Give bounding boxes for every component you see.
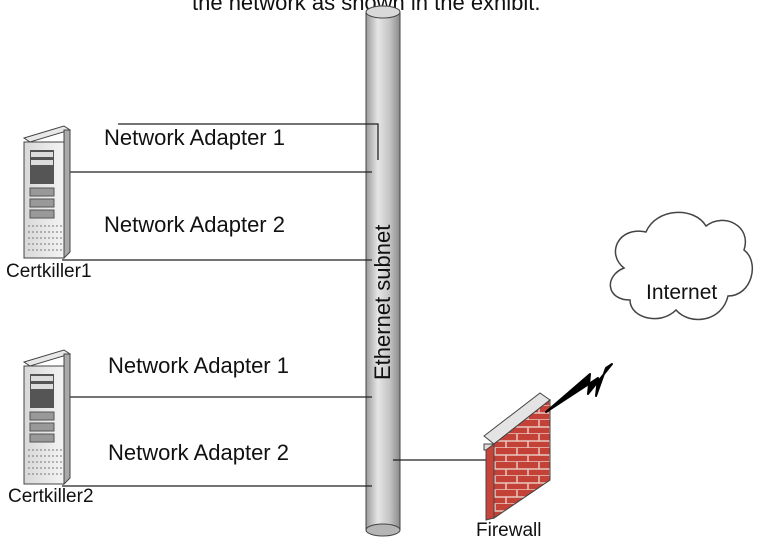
server-name: Certkiller2 (8, 486, 94, 507)
adapter-label: Network Adapter 1 (104, 125, 285, 150)
lightning-bolt-icon (545, 363, 613, 413)
server-certkiller2: Certkiller2 Network Adapter 1 Network Ad… (8, 349, 289, 507)
server-name: Certkiller1 (6, 261, 92, 282)
adapter-label: Network Adapter 2 (104, 212, 285, 237)
firewall-icon (483, 392, 551, 521)
cloud-label: Internet (646, 281, 717, 304)
server-icon (22, 125, 72, 260)
connection-lines (62, 123, 488, 487)
cloud-icon (609, 211, 754, 321)
server-icon (22, 349, 72, 486)
internet-cloud: Internet (609, 211, 754, 321)
server-certkiller1: Certkiller1 Network Adapter 1 Network Ad… (6, 125, 285, 282)
ethernet-backbone: Ethernet subnet (365, 5, 401, 537)
firewall-label: Firewall (476, 520, 541, 541)
adapter-label: Network Adapter 2 (108, 440, 289, 465)
header-text: the network as shown in the exhibit. (192, 0, 541, 15)
backbone-label: Ethernet subnet (370, 225, 395, 380)
firewall: Firewall (476, 392, 551, 541)
adapter-label: Network Adapter 1 (108, 353, 289, 378)
